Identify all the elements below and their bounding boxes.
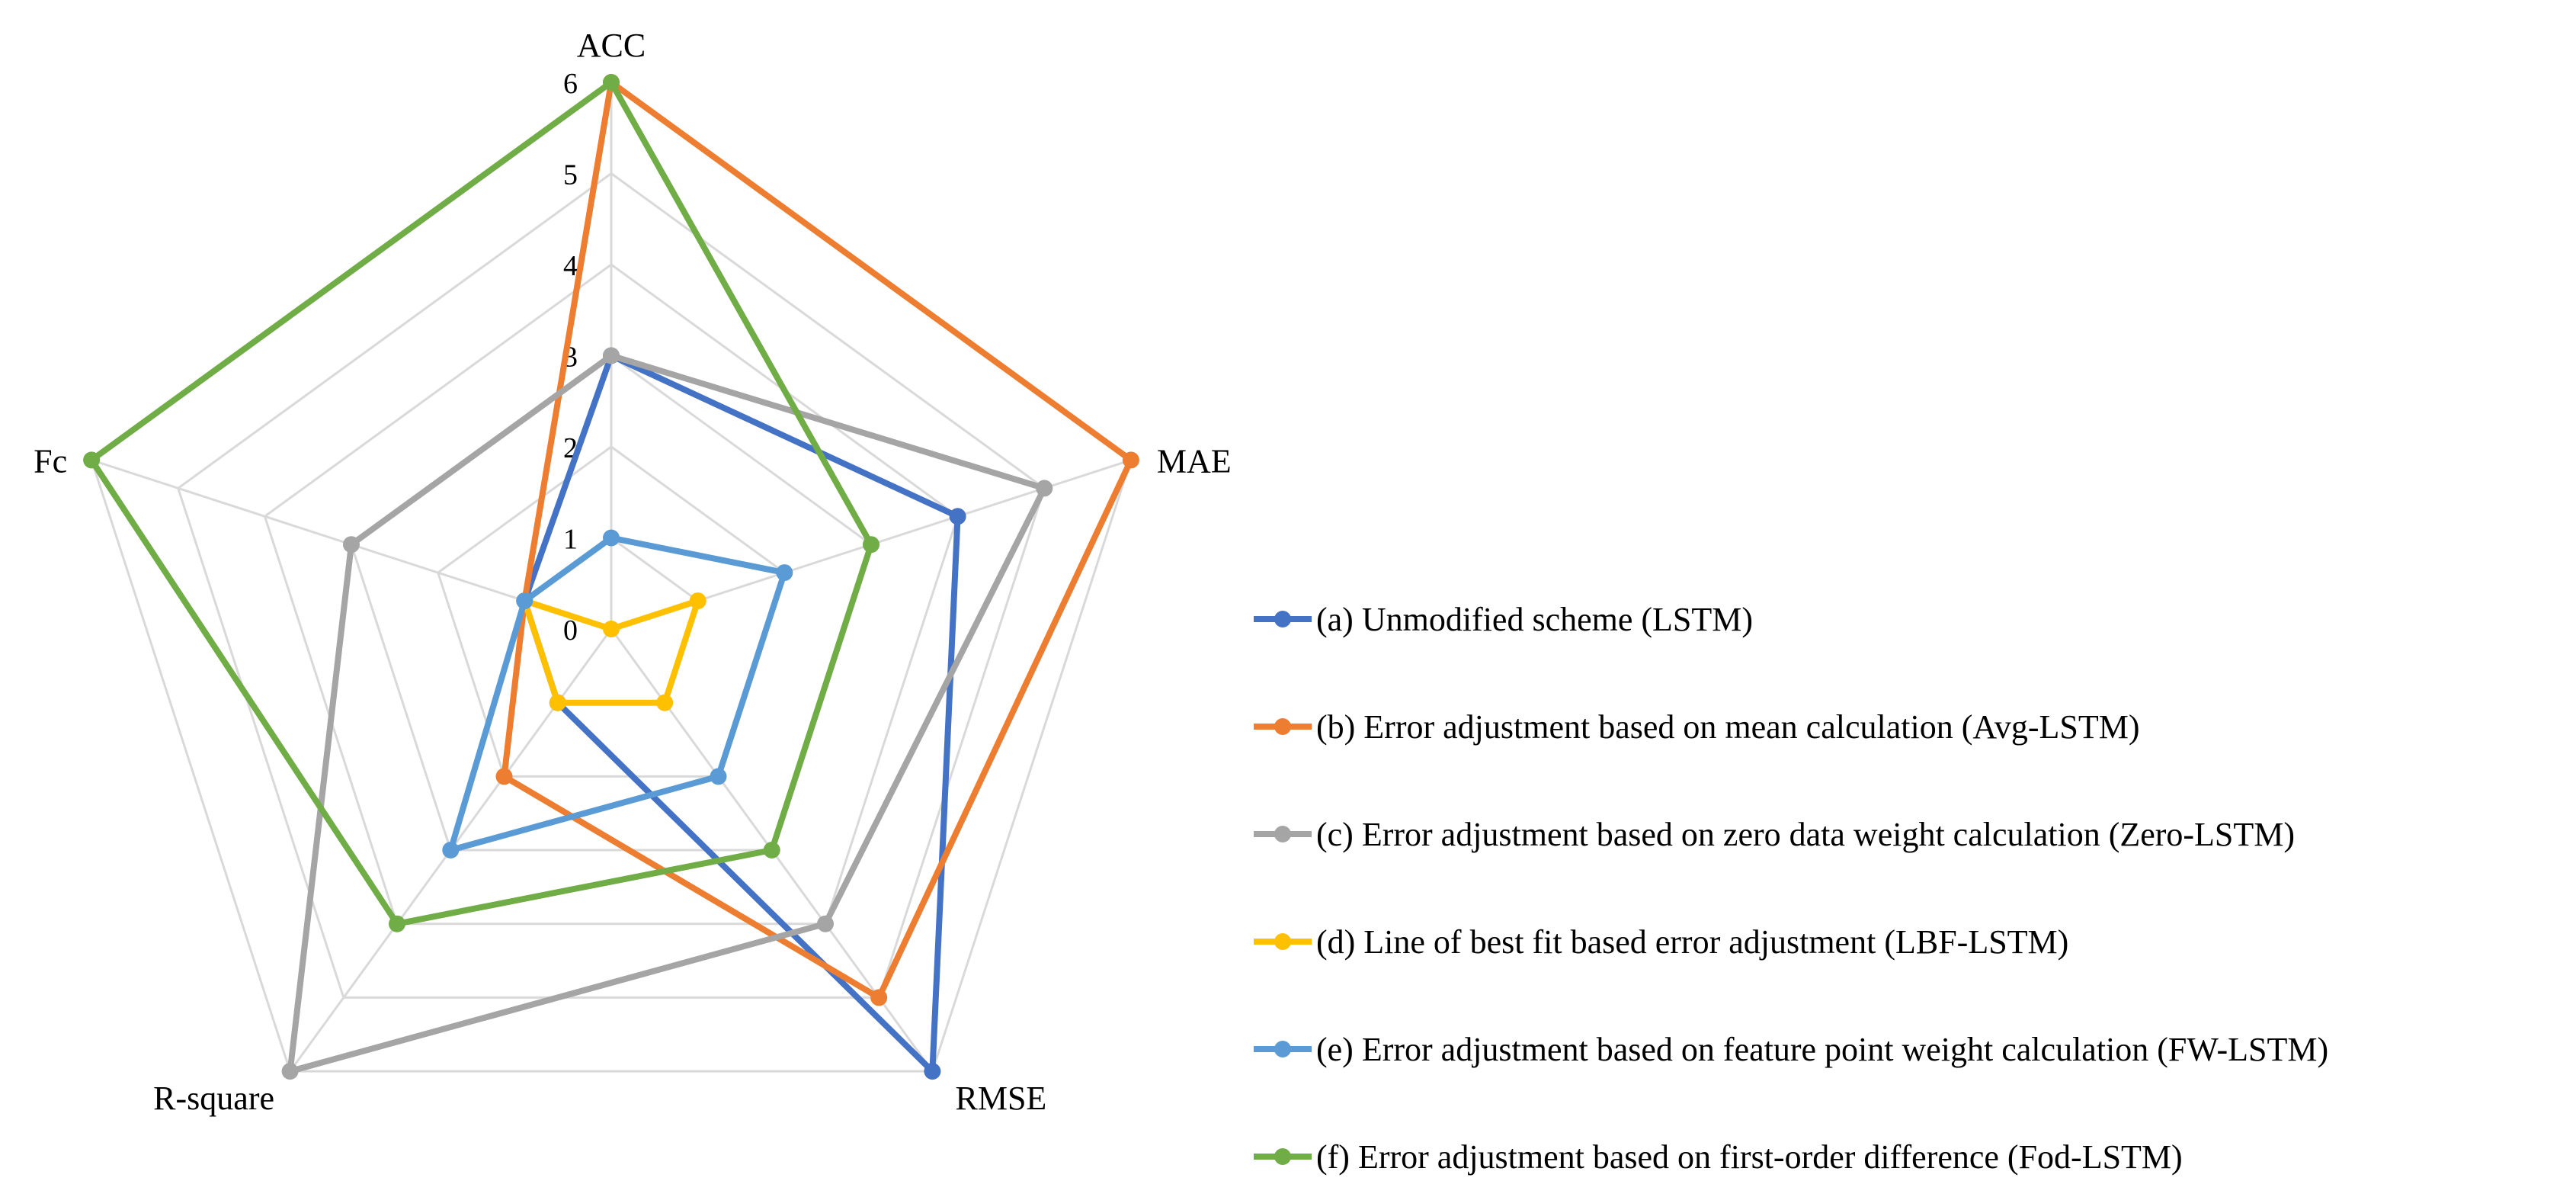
tick-label: 0 (563, 615, 578, 647)
series-line (287, 352, 1048, 1075)
radar-series (83, 74, 1139, 1080)
radar-grid (90, 81, 1133, 1073)
legend: (a) Unmodified scheme (LSTM) (b) Error ad… (1254, 601, 2328, 1176)
data-point (495, 768, 513, 785)
grid-ring-5 (176, 172, 1046, 999)
tick-label: 4 (563, 250, 578, 282)
legend-swatch-marker (1274, 933, 1291, 950)
data-point (1036, 480, 1053, 497)
legend-swatch-marker (1274, 611, 1291, 627)
grid-ring-4 (263, 263, 960, 926)
data-point (603, 74, 620, 91)
data-point (710, 768, 727, 785)
data-point (603, 347, 620, 364)
axis-label: R-square (153, 1080, 274, 1117)
legend-item: (f) Error adjustment based on first-orde… (1254, 1138, 2183, 1176)
legend-label: (f) Error adjustment based on first-orde… (1316, 1138, 2183, 1176)
radar-axis-labels: ACC MAE RMSE R-square Fc (34, 27, 1232, 1117)
legend-label: (a) Unmodified scheme (LSTM) (1316, 601, 1753, 638)
series-line (501, 79, 1134, 1001)
series-2 (281, 347, 1053, 1080)
data-point (870, 989, 888, 1006)
data-point (776, 564, 793, 582)
axis-label: ACC (577, 27, 646, 64)
series-line (521, 352, 961, 1075)
data-point (603, 529, 620, 547)
legend-label: (d) Line of best fit based error adjustm… (1316, 923, 2068, 961)
axis-label: Fc (34, 442, 67, 480)
data-point (949, 508, 966, 525)
data-point (656, 694, 674, 711)
data-point (83, 451, 101, 469)
legend-item: (d) Line of best fit based error adjustm… (1254, 923, 2068, 961)
legend-item: (b) Error adjustment based on mean calcu… (1254, 708, 2140, 746)
data-point (924, 1063, 941, 1080)
data-point (281, 1063, 299, 1080)
series-line (88, 79, 874, 927)
legend-label: (e) Error adjustment based on feature po… (1316, 1031, 2328, 1068)
axis-label: MAE (1157, 442, 1232, 480)
legend-swatch-marker (1274, 826, 1291, 842)
legend-item: (e) Error adjustment based on feature po… (1254, 1031, 2328, 1068)
data-point (1122, 451, 1139, 469)
series-5 (83, 74, 879, 932)
tick-label: 1 (563, 524, 578, 556)
data-point (549, 694, 566, 711)
legend-item: (a) Unmodified scheme (LSTM) (1254, 601, 1753, 638)
series-line (521, 598, 701, 706)
grid-ring-2 (436, 445, 787, 778)
series-line (447, 534, 788, 853)
tick-label: 6 (563, 68, 578, 100)
tick-label: 5 (563, 159, 578, 191)
data-point (689, 592, 706, 610)
series-1 (495, 74, 1139, 1006)
legend-item: (c) Error adjustment based on zero data … (1254, 816, 2295, 853)
data-point (442, 842, 460, 858)
data-point (863, 536, 879, 554)
legend-label: (c) Error adjustment based on zero data … (1316, 816, 2295, 853)
data-point (343, 536, 360, 554)
data-point (389, 915, 405, 932)
data-point (763, 842, 780, 858)
data-point (603, 621, 620, 637)
legend-label: (b) Error adjustment based on mean calcu… (1316, 708, 2140, 746)
legend-swatch-marker (1274, 1041, 1291, 1057)
legend-swatch-marker (1274, 1148, 1291, 1165)
axis-label: RMSE (955, 1080, 1046, 1117)
data-point (516, 592, 533, 610)
legend-swatch-marker (1274, 718, 1291, 735)
series-4 (442, 529, 793, 858)
data-point (817, 915, 834, 932)
